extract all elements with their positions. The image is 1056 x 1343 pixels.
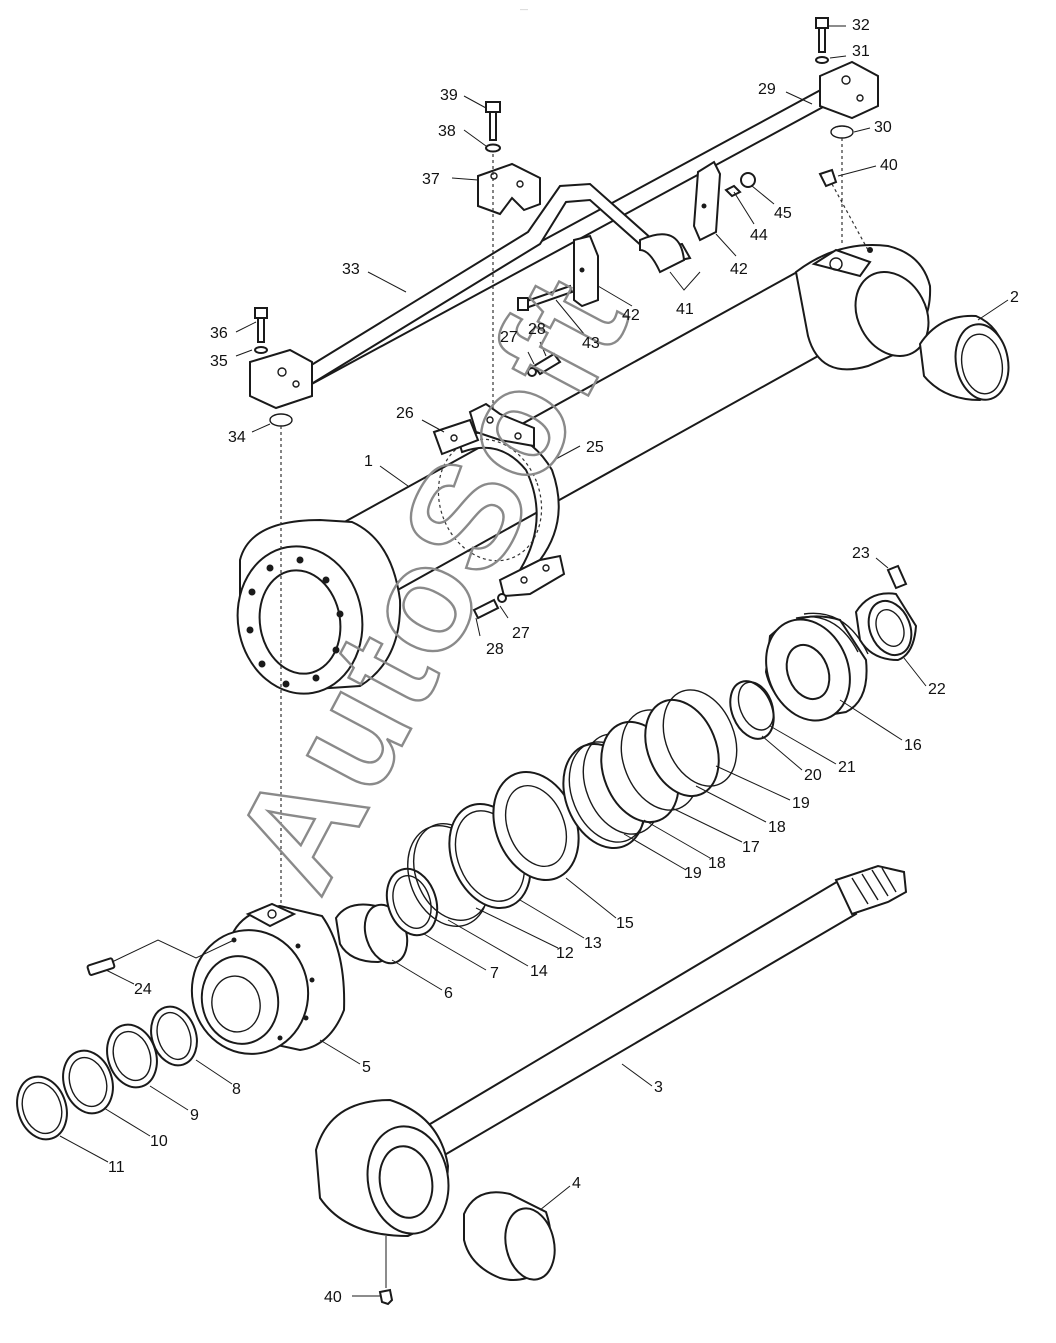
callout-24: 24 (134, 981, 152, 998)
callout-1: 1 (364, 453, 373, 470)
callout-28a: 28 (528, 321, 546, 338)
piston-rod (314, 864, 908, 1306)
callout-40b: 40 (324, 1289, 342, 1306)
callout-41: 41 (676, 301, 694, 318)
nut-22 (854, 564, 918, 662)
callout-10: 10 (150, 1133, 168, 1150)
screw-24 (86, 957, 116, 976)
callout-18b: 18 (708, 855, 726, 872)
callout-39: 39 (440, 87, 458, 104)
callout-2: 2 (1010, 289, 1019, 306)
callout-26: 26 (396, 405, 414, 422)
callout-38: 38 (438, 123, 456, 140)
callout-18a: 18 (768, 819, 786, 836)
callout-20: 20 (804, 767, 822, 784)
bolt-43 (517, 284, 574, 311)
leader-lines (59, 25, 1009, 1297)
callout-30: 30 (874, 119, 892, 136)
callout-4: 4 (572, 1175, 581, 1192)
callout-13: 13 (584, 935, 602, 952)
callout-42a: 42 (622, 307, 640, 324)
callout-12: 12 (556, 945, 574, 962)
callout-40a: 40 (880, 157, 898, 174)
oring-30-shape (830, 125, 854, 139)
callout-25: 25 (586, 439, 604, 456)
callout-21: 21 (838, 759, 856, 776)
bolt-36 (254, 307, 268, 354)
callout-19b: 19 (684, 865, 702, 882)
callout-43: 43 (582, 335, 600, 352)
cylinder-tube (236, 244, 932, 695)
bolt-28-upper (527, 352, 562, 377)
oring-34-shape (269, 413, 293, 427)
bolt-32 (815, 17, 829, 64)
callout-45: 45 (774, 205, 792, 222)
flange-29-block (819, 60, 879, 120)
callout-7: 7 (490, 965, 499, 982)
washer-44 (724, 184, 742, 198)
callout-27a: 27 (500, 329, 518, 346)
callout-11: 11 (108, 1159, 125, 1176)
callout-29: 29 (758, 81, 776, 98)
callout-22: 22 (928, 681, 946, 698)
callout-16: 16 (904, 737, 922, 754)
bolt-28-lower (472, 593, 507, 620)
piston-seals (334, 680, 775, 965)
callout-44: 44 (750, 227, 768, 244)
callout-36: 36 (210, 325, 228, 342)
bushing-2 (918, 314, 1010, 402)
callout-37: 37 (422, 171, 440, 188)
callout-labels: 1 2 3 4 5 6 7 8 9 10 11 12 13 14 15 16 1… (108, 17, 1019, 1306)
callout-8: 8 (232, 1081, 241, 1098)
callout-6: 6 (444, 985, 453, 1002)
bracket-clamp (432, 352, 566, 620)
tube-assembly (249, 17, 879, 427)
callout-28b: 28 (486, 641, 504, 658)
callout-32: 32 (852, 17, 870, 34)
callout-34: 34 (228, 429, 246, 446)
flange-34-block (249, 348, 313, 410)
callout-15: 15 (616, 915, 634, 932)
callout-31: 31 (852, 43, 870, 60)
piston-16 (764, 612, 869, 722)
callout-5: 5 (362, 1059, 371, 1076)
rod-cover (86, 902, 346, 1055)
callout-23: 23 (852, 545, 870, 562)
callout-14: 14 (530, 963, 548, 980)
callout-9: 9 (190, 1107, 199, 1124)
callout-33: 33 (342, 261, 360, 278)
bolt-39 (485, 101, 501, 153)
callout-17: 17 (742, 839, 760, 856)
callout-35: 35 (210, 353, 228, 370)
callout-42b: 42 (730, 261, 748, 278)
callout-27b: 27 (512, 625, 530, 642)
nut-45 (740, 172, 756, 188)
callout-3: 3 (654, 1079, 663, 1096)
header-mark: — (520, 5, 528, 14)
bushing-4 (463, 1191, 556, 1281)
seal-rings (16, 1005, 198, 1141)
callout-19a: 19 (792, 795, 810, 812)
